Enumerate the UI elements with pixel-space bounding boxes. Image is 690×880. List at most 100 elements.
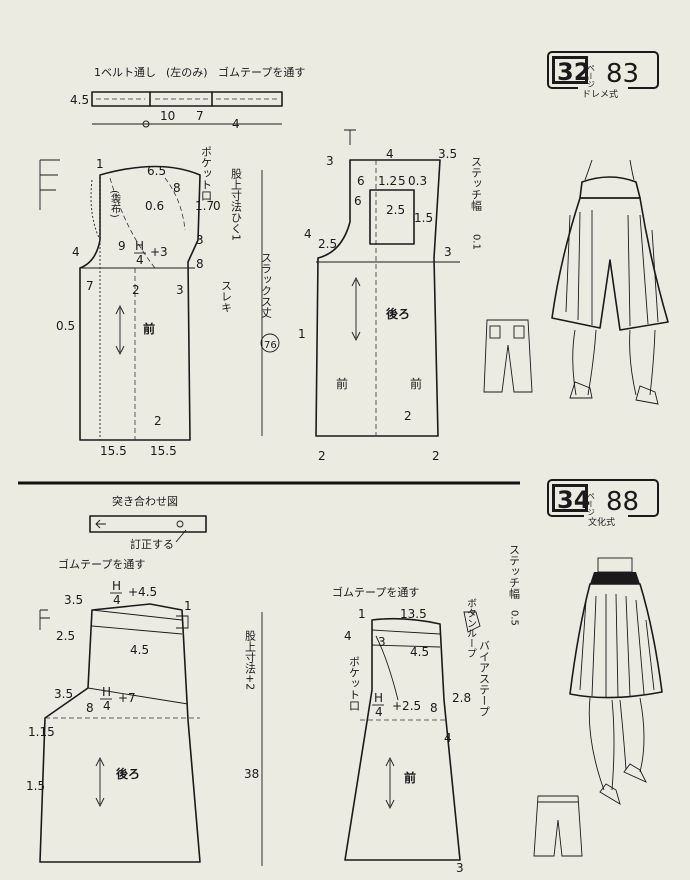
bias-tape-label: バイアステープ	[478, 640, 491, 717]
front34-measure-135: 13.5	[400, 607, 427, 621]
back34-top-numerator: H	[112, 579, 121, 593]
back34-piece-name: 後ろ	[116, 766, 140, 781]
back34-measure-1: 1	[184, 599, 192, 613]
back-measure-5: 5	[398, 174, 406, 188]
front34-measure-1: 1	[358, 607, 366, 621]
front-hip-denominator: 4	[136, 253, 144, 267]
back34-hip-denominator: 4	[103, 699, 111, 713]
front-measure-05: 0.5	[56, 319, 75, 333]
button-loop-label: ボタンループ	[465, 598, 477, 658]
page-unit-label-34: ページ	[587, 492, 596, 516]
slacks-length-label: スラックス丈	[260, 252, 273, 319]
back-measure-35: 3.5	[438, 147, 457, 161]
front-measure-4: 4	[72, 245, 80, 259]
back-measure-4: 4	[386, 147, 394, 161]
front34-hip-denominator: 4	[375, 705, 383, 719]
front34-measure-4: 4	[344, 629, 352, 643]
front-hem-left: 15.5	[100, 444, 127, 458]
back34-measure-115: 1.15	[28, 725, 55, 739]
grain-arrow	[115, 304, 125, 356]
front-measure-8b: 8	[196, 257, 204, 271]
front-measure-06: 0.6	[145, 199, 164, 213]
back34-top-denominator: 4	[113, 593, 121, 607]
flat-sketch-32	[483, 319, 533, 393]
front34-measure-45: 4.5	[410, 645, 429, 659]
back34-measure-35: 3.5	[64, 593, 83, 607]
culottes-shape	[551, 197, 669, 331]
front34-stitch-value: 0.5	[509, 610, 520, 626]
front-panel-34: ゴムテープを通す 1 13.5 4 3 4.5 ポケット口 H 4 +2.5 8…	[332, 544, 521, 875]
belt-elastic-label: ゴムテープを通す	[218, 65, 305, 79]
back34-length-value: 38	[244, 767, 259, 781]
issue-number: 32	[557, 58, 590, 86]
rise-label: 股上寸法ひく1	[230, 168, 243, 241]
back-measure-6: 6	[357, 174, 365, 188]
front34-measure-3: 3	[378, 635, 386, 649]
issue-number-34: 34	[557, 486, 590, 514]
front34-hip-plus: +2.5	[392, 699, 421, 713]
front-measure-0: 0	[213, 199, 221, 213]
belt-measure-7: 7	[196, 109, 204, 123]
front-measure-7: 7	[86, 279, 94, 293]
stitch-width-value: 0.1	[471, 234, 482, 250]
front-measure-2: 2	[132, 283, 140, 297]
back34-rise-label: 股上寸法+2	[244, 630, 257, 691]
front-measure-65: 6.5	[147, 164, 166, 178]
front-measure-1: 1	[96, 157, 104, 171]
back34-top-plus: +4.5	[128, 585, 157, 599]
slacks-length-value: 76	[264, 340, 277, 351]
back-measure-3b: 3	[444, 245, 452, 259]
front-measure-17: 1.7	[195, 199, 214, 213]
front34-measure-4b: 4	[444, 731, 452, 745]
front-hip-plus: +3	[150, 245, 168, 259]
front-panel-32: 6.5 0.6 8 1.7 0 (袋布) 9 H 4 +3 4 7 2 3 3 …	[39, 146, 280, 458]
back-measure-1: 1	[298, 327, 306, 341]
back34-measure-8: 8	[86, 701, 94, 715]
back34-measure-35b: 3.5	[54, 687, 73, 701]
front-side-label-left: 前	[336, 376, 348, 391]
front-measure-9: 9	[118, 239, 126, 253]
drafting-method: ドレメ式	[582, 88, 618, 100]
assembly-title: 突き合わせ図	[112, 494, 178, 508]
back-measure-6b: 6	[354, 194, 362, 208]
back-elastic-label: ゴムテープを通す	[58, 557, 145, 571]
pocket-bag-label: (袋布)	[109, 190, 121, 218]
stitch-width-label: ステッチ幅	[470, 156, 483, 212]
front34-measure-3b: 3	[456, 861, 464, 875]
front34-pocket-label: ポケット口	[348, 656, 361, 711]
back-hem-2: 2	[404, 409, 412, 423]
front34-measure-8: 8	[430, 701, 438, 715]
back-panel-32: 3 3.5 4 6 6 1.2 5 0.3 2.5 1.5 4 2.5 3 1 …	[298, 129, 483, 463]
belt-piece: 1ベルト通し (左のみ) ゴムテープを通す 4.5 10 7 4	[70, 65, 305, 131]
front-hem-right: 15.5	[150, 444, 177, 458]
belt-left-only-label: (左のみ)	[166, 66, 208, 79]
front-hip-numerator: H	[135, 239, 144, 253]
back-panel-34: ゴムテープを通す 3.5 2.5 H 4 +4.5 1 4.5 3.5 8 H …	[26, 557, 263, 866]
page-badge-32: 32 ページ 83 ドレメ式	[547, 51, 659, 100]
page-number: 83	[606, 59, 639, 89]
back-measure-15: 1.5	[414, 211, 433, 225]
front-piece-name: 前	[143, 321, 155, 336]
front34-stitch-label: ステッチ幅	[508, 544, 521, 600]
pocket-detail-sketch	[39, 159, 60, 210]
belt-circle-marker	[142, 120, 150, 128]
assembly-diagram: 突き合わせ図 訂正する	[89, 494, 207, 551]
back-measure-25: 2.5	[386, 203, 405, 217]
front-measure-3b: 3	[196, 233, 204, 247]
belt-width-value: 4.5	[70, 93, 89, 107]
assembly-fix-label: 訂正する	[130, 537, 174, 551]
belt-loop-label: 1ベルト通し	[94, 66, 156, 79]
slash-label: スレキ	[220, 280, 233, 313]
back34-measure-45: 4.5	[130, 643, 149, 657]
back34-hip-plus: +7	[118, 691, 136, 705]
back34-measure-15: 1.5	[26, 779, 45, 793]
back-pocket	[369, 189, 415, 245]
page-unit-label: ページ	[587, 64, 596, 88]
fashion-illustration-34	[569, 557, 663, 805]
front-side-label-right: 前	[410, 376, 422, 391]
front34-elastic-label: ゴムテープを通す	[332, 585, 419, 599]
page-number-34: 88	[606, 487, 639, 517]
belt-measure-4: 4	[232, 117, 240, 131]
